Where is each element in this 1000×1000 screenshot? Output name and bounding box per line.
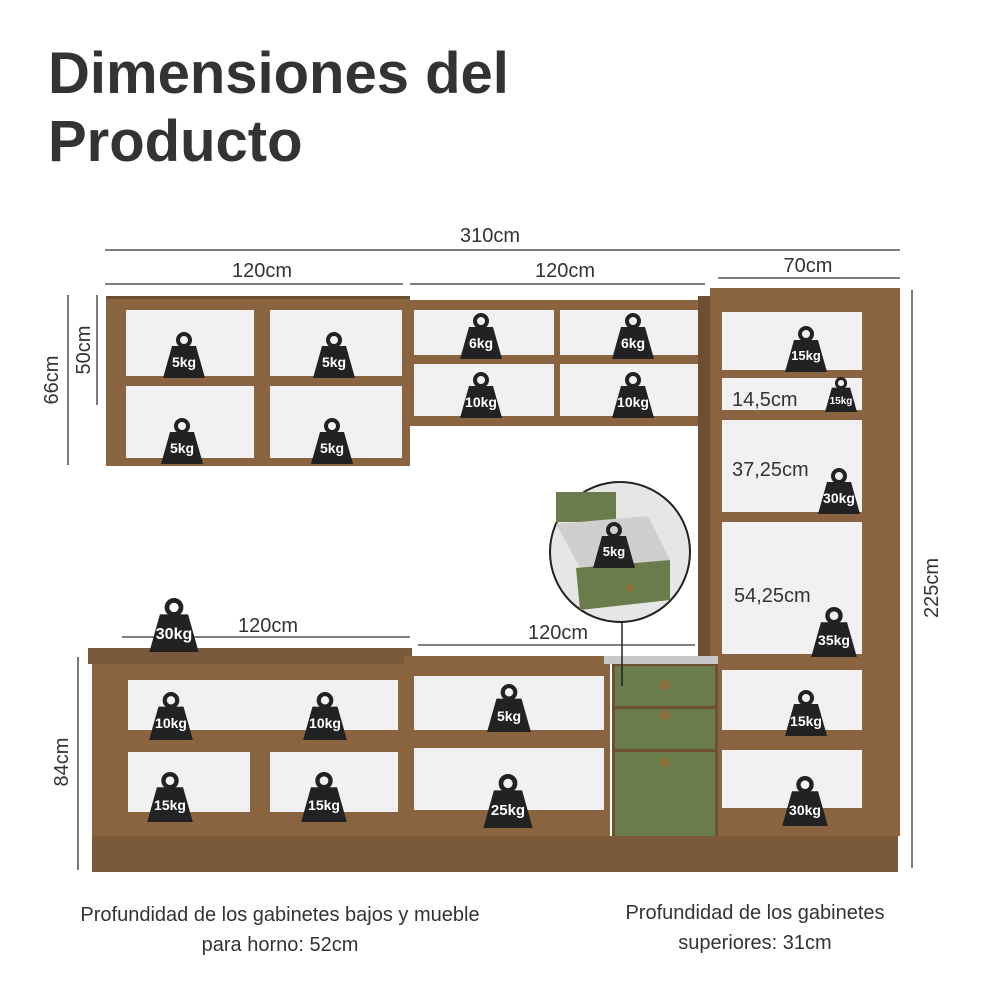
tower-shelf-2-label: 37,25cm bbox=[732, 459, 809, 481]
upper-left-cabinet bbox=[106, 296, 410, 466]
upper-height-inner-label: 50cm bbox=[73, 326, 95, 375]
weight-label: 30kg bbox=[156, 626, 192, 643]
weight-label: 5kg bbox=[497, 708, 521, 724]
weight-icons: 5kg 5kg 5kg 5kg 6kg 6kg 10kg 10kg 15kg 1… bbox=[147, 313, 861, 828]
weight-label: 6kg bbox=[469, 335, 493, 351]
weight-label: 15kg bbox=[154, 797, 186, 813]
total-width-label: 310cm bbox=[460, 225, 520, 247]
title-line-2: Producto bbox=[48, 109, 303, 174]
weight-label: 5kg bbox=[603, 544, 625, 559]
tower-shelf-1-label: 14,5cm bbox=[732, 389, 798, 411]
weight-label: 30kg bbox=[789, 802, 821, 818]
weight-label: 10kg bbox=[465, 394, 497, 410]
lower-left-cabinet bbox=[88, 648, 412, 872]
tower-shelf-3-label: 54,25cm bbox=[734, 585, 811, 607]
weight-label: 6kg bbox=[621, 335, 645, 351]
weight-label: 10kg bbox=[617, 394, 649, 410]
drawer-unit bbox=[604, 656, 718, 872]
lower-height-label: 84cm bbox=[51, 738, 73, 787]
weight-label: 5kg bbox=[172, 354, 196, 370]
weight-label: 15kg bbox=[830, 396, 853, 407]
upper-mid-width-label: 120cm bbox=[535, 260, 595, 282]
tower-width-label: 70cm bbox=[784, 255, 833, 277]
lower-left-width-label: 120cm bbox=[238, 615, 298, 637]
weight-label: 5kg bbox=[320, 440, 344, 456]
tower-height-label: 225cm bbox=[921, 558, 943, 618]
title-line-1: Dimensiones del bbox=[48, 41, 509, 106]
lower-mid-width-label: 120cm bbox=[528, 622, 588, 644]
weight-label: 15kg bbox=[308, 797, 340, 813]
weight-label: 5kg bbox=[170, 440, 194, 456]
weight-label: 5kg bbox=[322, 354, 346, 370]
dimension-labels: 310cm 120cm 120cm 70cm 66cm 50cm 225cm 8… bbox=[41, 225, 943, 786]
upper-left-width-label: 120cm bbox=[232, 260, 292, 282]
upper-depth-note: Profundidad de los gabinetes superiores:… bbox=[625, 902, 885, 954]
page-title: Dimensiones del Producto bbox=[48, 40, 509, 176]
upper-middle-cabinet bbox=[408, 300, 706, 426]
weight-label: 30kg bbox=[823, 490, 855, 506]
lower-depth-note: Profundidad de los gabinetes bajos y mue… bbox=[80, 904, 480, 956]
weight-label: 35kg bbox=[818, 632, 850, 648]
weight-label: 15kg bbox=[790, 713, 822, 729]
weight-label: 10kg bbox=[155, 715, 187, 731]
weight-label: 10kg bbox=[309, 715, 341, 731]
drawer-detail bbox=[549, 481, 691, 686]
weight-label: 25kg bbox=[491, 802, 525, 819]
weight-label: 15kg bbox=[791, 348, 821, 363]
upper-height-outer-label: 66cm bbox=[41, 356, 63, 405]
